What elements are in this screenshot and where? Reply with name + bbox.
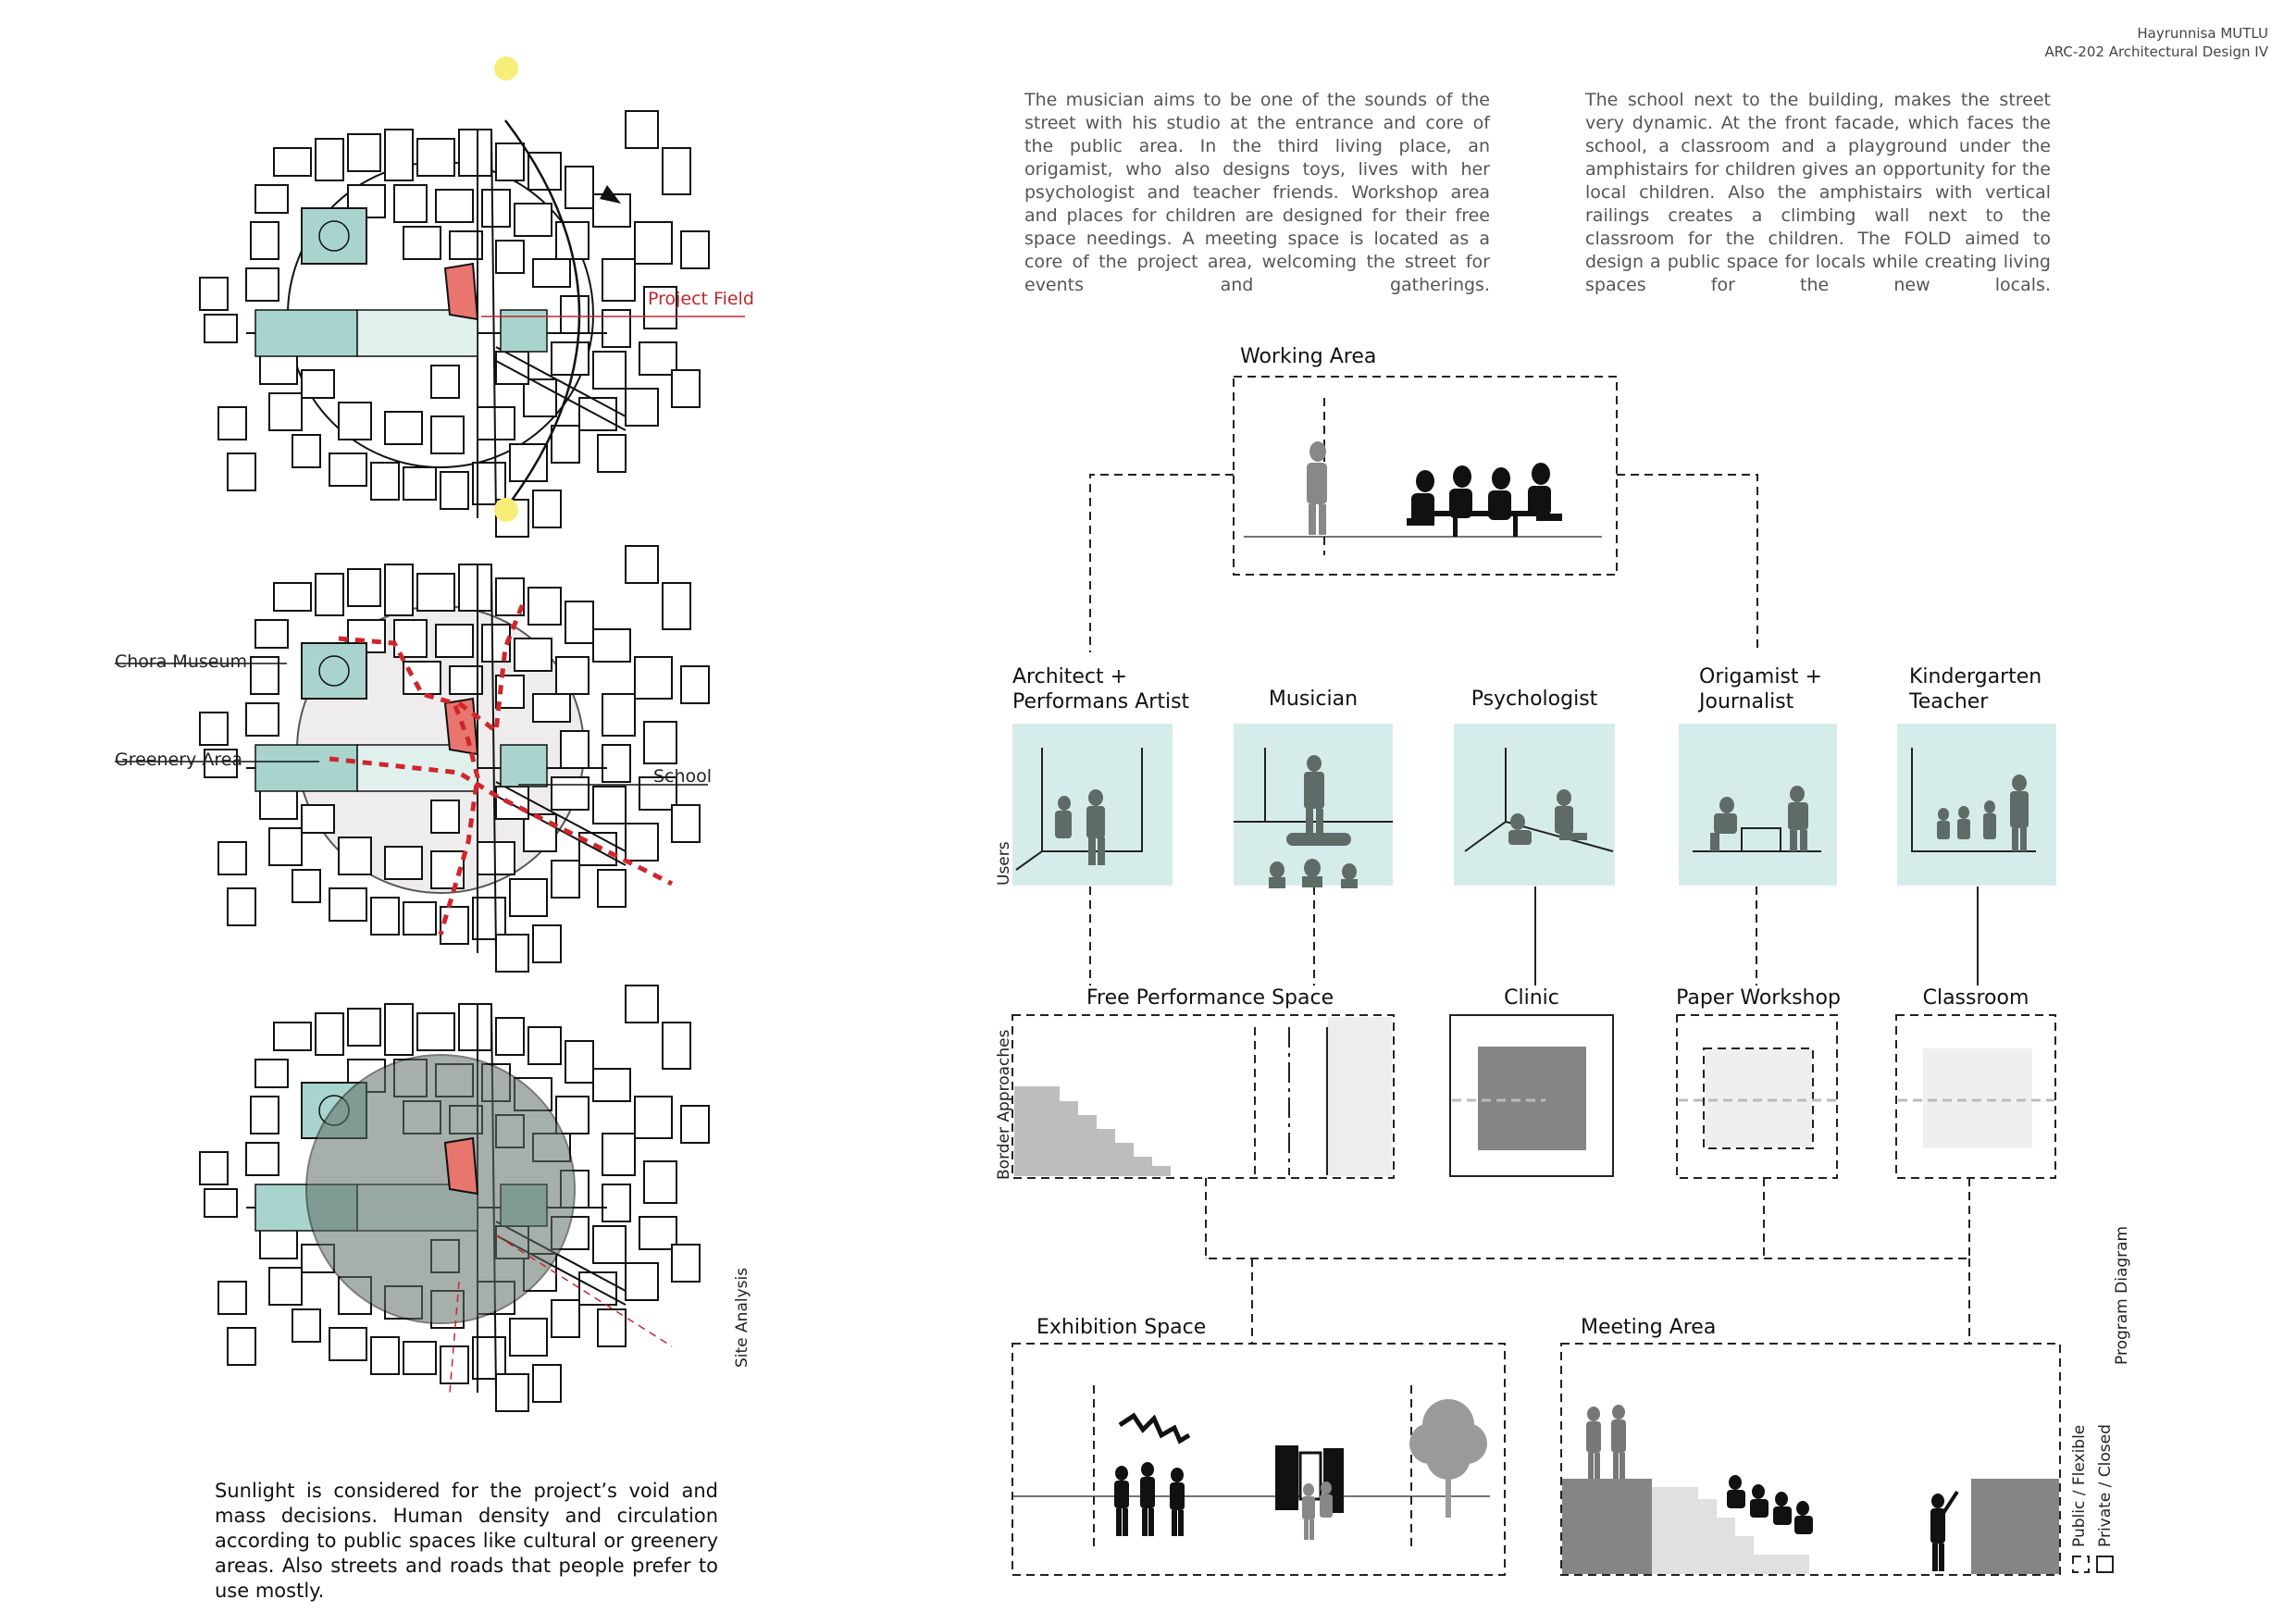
course-name: ARC-202 Architectural Design IV [2044,43,2268,60]
user-label-origamist: Origamist + Journalist [1699,665,1822,713]
site-analysis-drawings [115,56,745,1412]
meeting-label: Meeting Area [1581,1316,1717,1339]
user-label-kindergarten: Kindergarten Teacher [1909,665,2042,713]
users-axis-label: Users [995,841,1013,886]
site-map-density [199,985,710,1412]
clinic-label: Clinic [1504,986,1559,1010]
user-label-architect: Architect + Performans Artist [1012,665,1190,713]
site-map-sun [199,110,710,538]
legend-private: Private / Closed [2096,1424,2115,1547]
site-description: Sunlight is considered for the project’s… [215,1480,718,1602]
legend-public: Public / Flexible [2070,1424,2089,1547]
intro-right: The school next to the building, makes t… [1585,90,2051,295]
chora-museum-label: Chora Museum [115,651,248,672]
user-panels [1012,724,2056,886]
sun-icon [494,498,518,522]
user-label-psychologist: Psychologist [1471,688,1598,711]
program-diagram-title: Program Diagram [2113,1225,2131,1365]
author-block: Hayrunnisa MUTLU ARC-202 Architectural D… [2044,24,2268,61]
user-label-musician: Musician [1268,688,1359,711]
site-map-circulation [199,545,710,973]
project-field-label: Project Field [648,289,754,309]
classroom-label: Classroom [1922,986,2029,1010]
sun-icon [494,56,518,81]
working-area-label: Working Area [1240,345,1377,368]
site-analysis-title: Site Analysis [733,1267,751,1368]
border-approaches-label: Border Approaches [995,1029,1013,1180]
people-silhouettes [1055,441,2029,888]
intro-left: The musician aims to be one of the sound… [1024,90,1490,295]
paper-workshop-label: Paper Workshop [1676,986,1841,1010]
author-name: Hayrunnisa MUTLU [2137,25,2268,42]
school-label: School [653,766,713,787]
exhibition-label: Exhibition Space [1036,1316,1207,1339]
free-performance-label: Free Performance Space [1086,986,1334,1010]
greenery-area-label: Greenery Area [115,750,243,770]
